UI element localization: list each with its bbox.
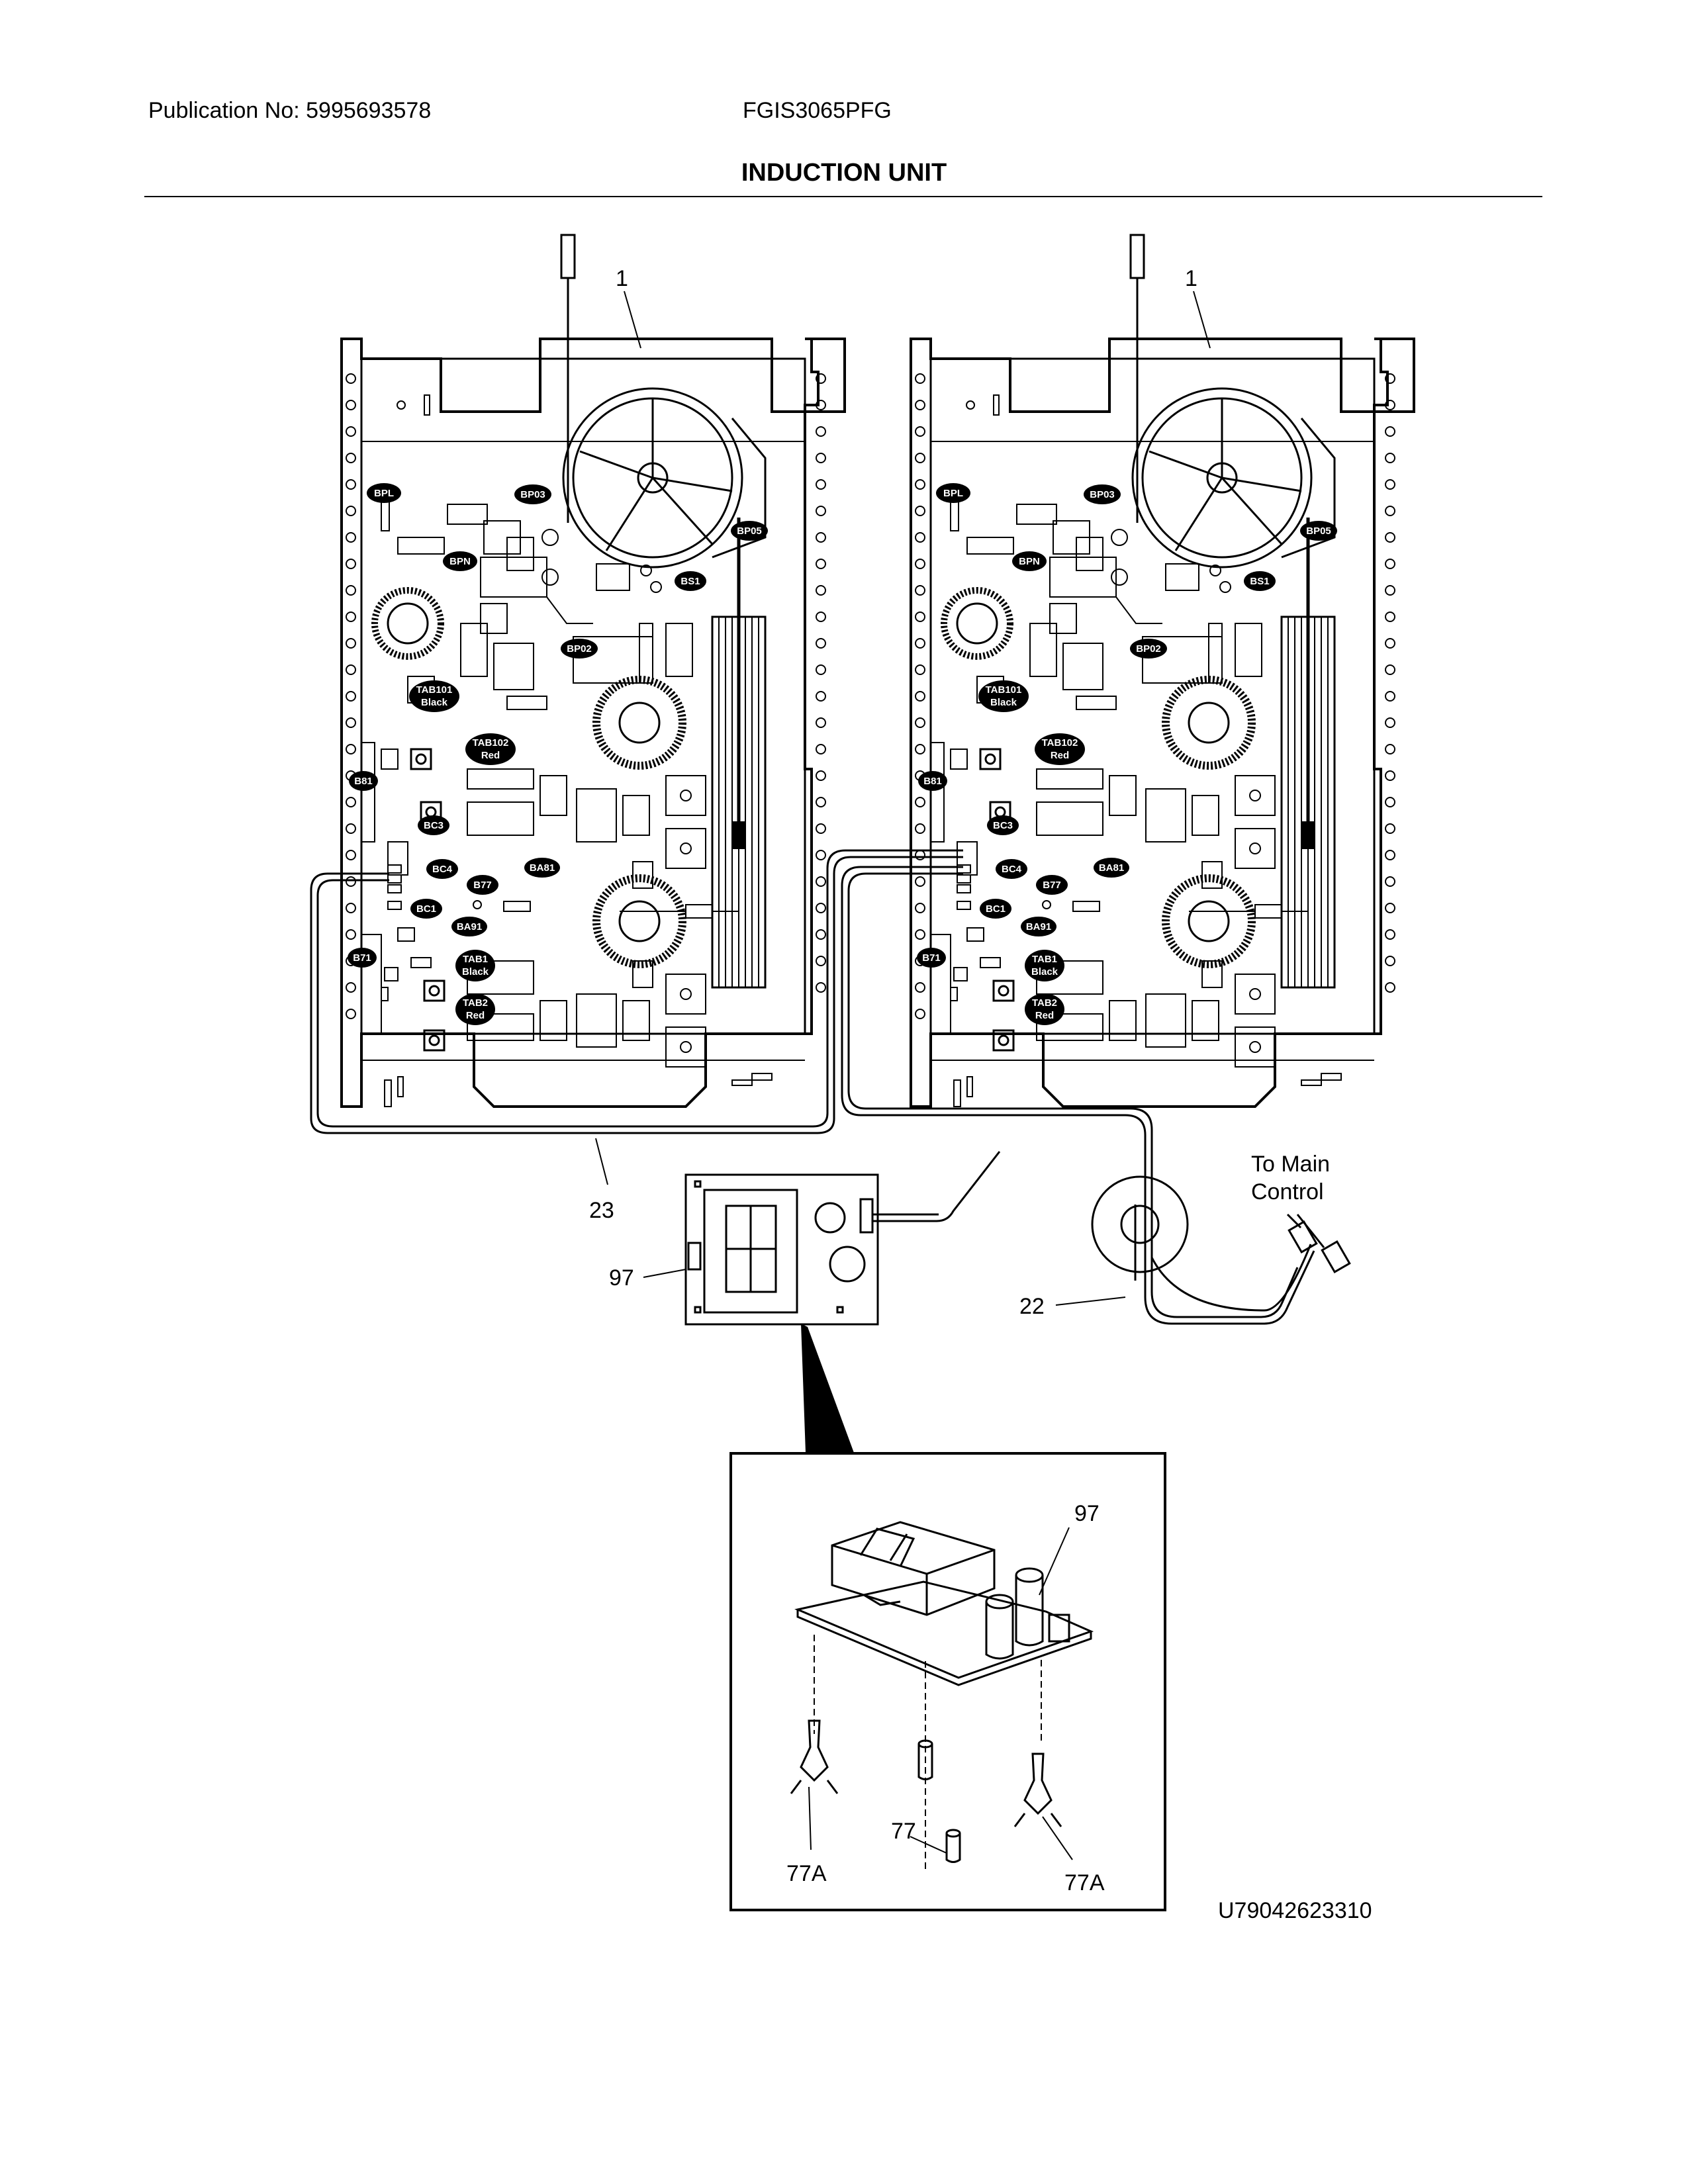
- svg-text:BP05: BP05: [737, 525, 762, 537]
- svg-text:BP05: BP05: [1306, 525, 1331, 537]
- svg-text:TAB102: TAB102: [1042, 737, 1078, 749]
- leader-97: [643, 1269, 686, 1278]
- svg-text:B81: B81: [354, 776, 373, 787]
- fan-leader-lines: [624, 291, 1211, 349]
- svg-text:BP03: BP03: [1090, 489, 1115, 500]
- callout-77a-right: 77A: [1064, 1870, 1105, 1895]
- callout-22: 22: [1019, 1294, 1045, 1319]
- svg-text:BC4: BC4: [432, 864, 453, 875]
- svg-text:B71: B71: [922, 952, 941, 964]
- leader-22: [1055, 1297, 1126, 1306]
- detail-supports: [790, 1719, 1062, 1863]
- callout-fan-left: 1: [616, 266, 628, 291]
- svg-text:Red: Red: [1035, 1010, 1054, 1021]
- svg-text:Black: Black: [421, 697, 448, 708]
- svg-text:BPN: BPN: [1019, 556, 1040, 567]
- svg-text:BC1: BC1: [416, 903, 436, 915]
- svg-text:BP02: BP02: [1136, 643, 1161, 655]
- svg-text:Black: Black: [1031, 966, 1058, 978]
- callout-to-main-2: Control: [1251, 1179, 1324, 1205]
- svg-text:TAB2: TAB2: [1032, 997, 1057, 1009]
- svg-text:BP03: BP03: [520, 489, 545, 500]
- detail-dashed-lines: [814, 1635, 1042, 1873]
- svg-text:B81: B81: [923, 776, 942, 787]
- detail-board-97: [794, 1521, 1094, 1686]
- svg-text:BC3: BC3: [993, 820, 1013, 831]
- svg-text:Red: Red: [466, 1010, 485, 1021]
- svg-text:B71: B71: [353, 952, 371, 964]
- detail-leader-lines: [808, 1527, 1073, 1860]
- publication-number: Publication No: 5995693578: [148, 98, 432, 123]
- page-title: INDUCTION UNIT: [741, 159, 947, 187]
- svg-text:B77: B77: [473, 880, 492, 891]
- diagram-reference-code: U79042623310: [1218, 1898, 1372, 1923]
- svg-text:BA81: BA81: [530, 862, 555, 874]
- svg-text:Red: Red: [1051, 750, 1069, 761]
- svg-text:TAB101: TAB101: [986, 684, 1022, 696]
- svg-text:BA91: BA91: [1026, 921, 1051, 933]
- svg-text:BS1: BS1: [1250, 576, 1269, 587]
- svg-text:TAB2: TAB2: [463, 997, 488, 1009]
- svg-text:BC3: BC3: [424, 820, 444, 831]
- svg-text:Black: Black: [462, 966, 489, 978]
- header-rule: [144, 196, 1542, 197]
- svg-text:Red: Red: [481, 750, 500, 761]
- svg-text:BC1: BC1: [986, 903, 1006, 915]
- svg-text:TAB101: TAB101: [416, 684, 453, 696]
- callout-fan-right: 1: [1185, 266, 1197, 291]
- svg-text:BPL: BPL: [374, 488, 394, 499]
- detail-pointer: [801, 1324, 854, 1453]
- svg-text:BPL: BPL: [943, 488, 963, 499]
- callout-to-main-1: To Main: [1251, 1152, 1330, 1177]
- svg-text:BC4: BC4: [1002, 864, 1022, 875]
- svg-text:BPN: BPN: [449, 556, 471, 567]
- harness-23: [310, 849, 963, 1134]
- filter-board-97: [684, 1151, 1001, 1326]
- svg-text:BS1: BS1: [680, 576, 700, 587]
- svg-text:TAB1: TAB1: [463, 954, 488, 965]
- callout-77a-left: 77A: [786, 1861, 827, 1886]
- induction-board-right: [911, 339, 1414, 1107]
- ferrite-core: [1091, 1175, 1189, 1281]
- main-control-connectors: [1286, 1213, 1351, 1274]
- svg-text:B77: B77: [1043, 880, 1061, 891]
- induction-board-left: [342, 339, 845, 1107]
- svg-text:BP02: BP02: [567, 643, 592, 655]
- callout-detail-97: 97: [1074, 1501, 1100, 1526]
- leader-23: [595, 1138, 608, 1185]
- callout-97: 97: [609, 1265, 634, 1291]
- svg-text:TAB102: TAB102: [473, 737, 509, 749]
- svg-text:Black: Black: [990, 697, 1017, 708]
- fan-wire-leads: [560, 234, 1145, 523]
- detail-box: [729, 1452, 1166, 1911]
- model-number: FGIS3065PFG: [743, 98, 892, 123]
- svg-text:BA91: BA91: [457, 921, 482, 933]
- svg-text:BA81: BA81: [1099, 862, 1124, 874]
- harness-22: [841, 866, 1315, 1325]
- callout-77: 77: [891, 1819, 916, 1844]
- callout-23: 23: [589, 1198, 614, 1223]
- svg-text:TAB1: TAB1: [1032, 954, 1057, 965]
